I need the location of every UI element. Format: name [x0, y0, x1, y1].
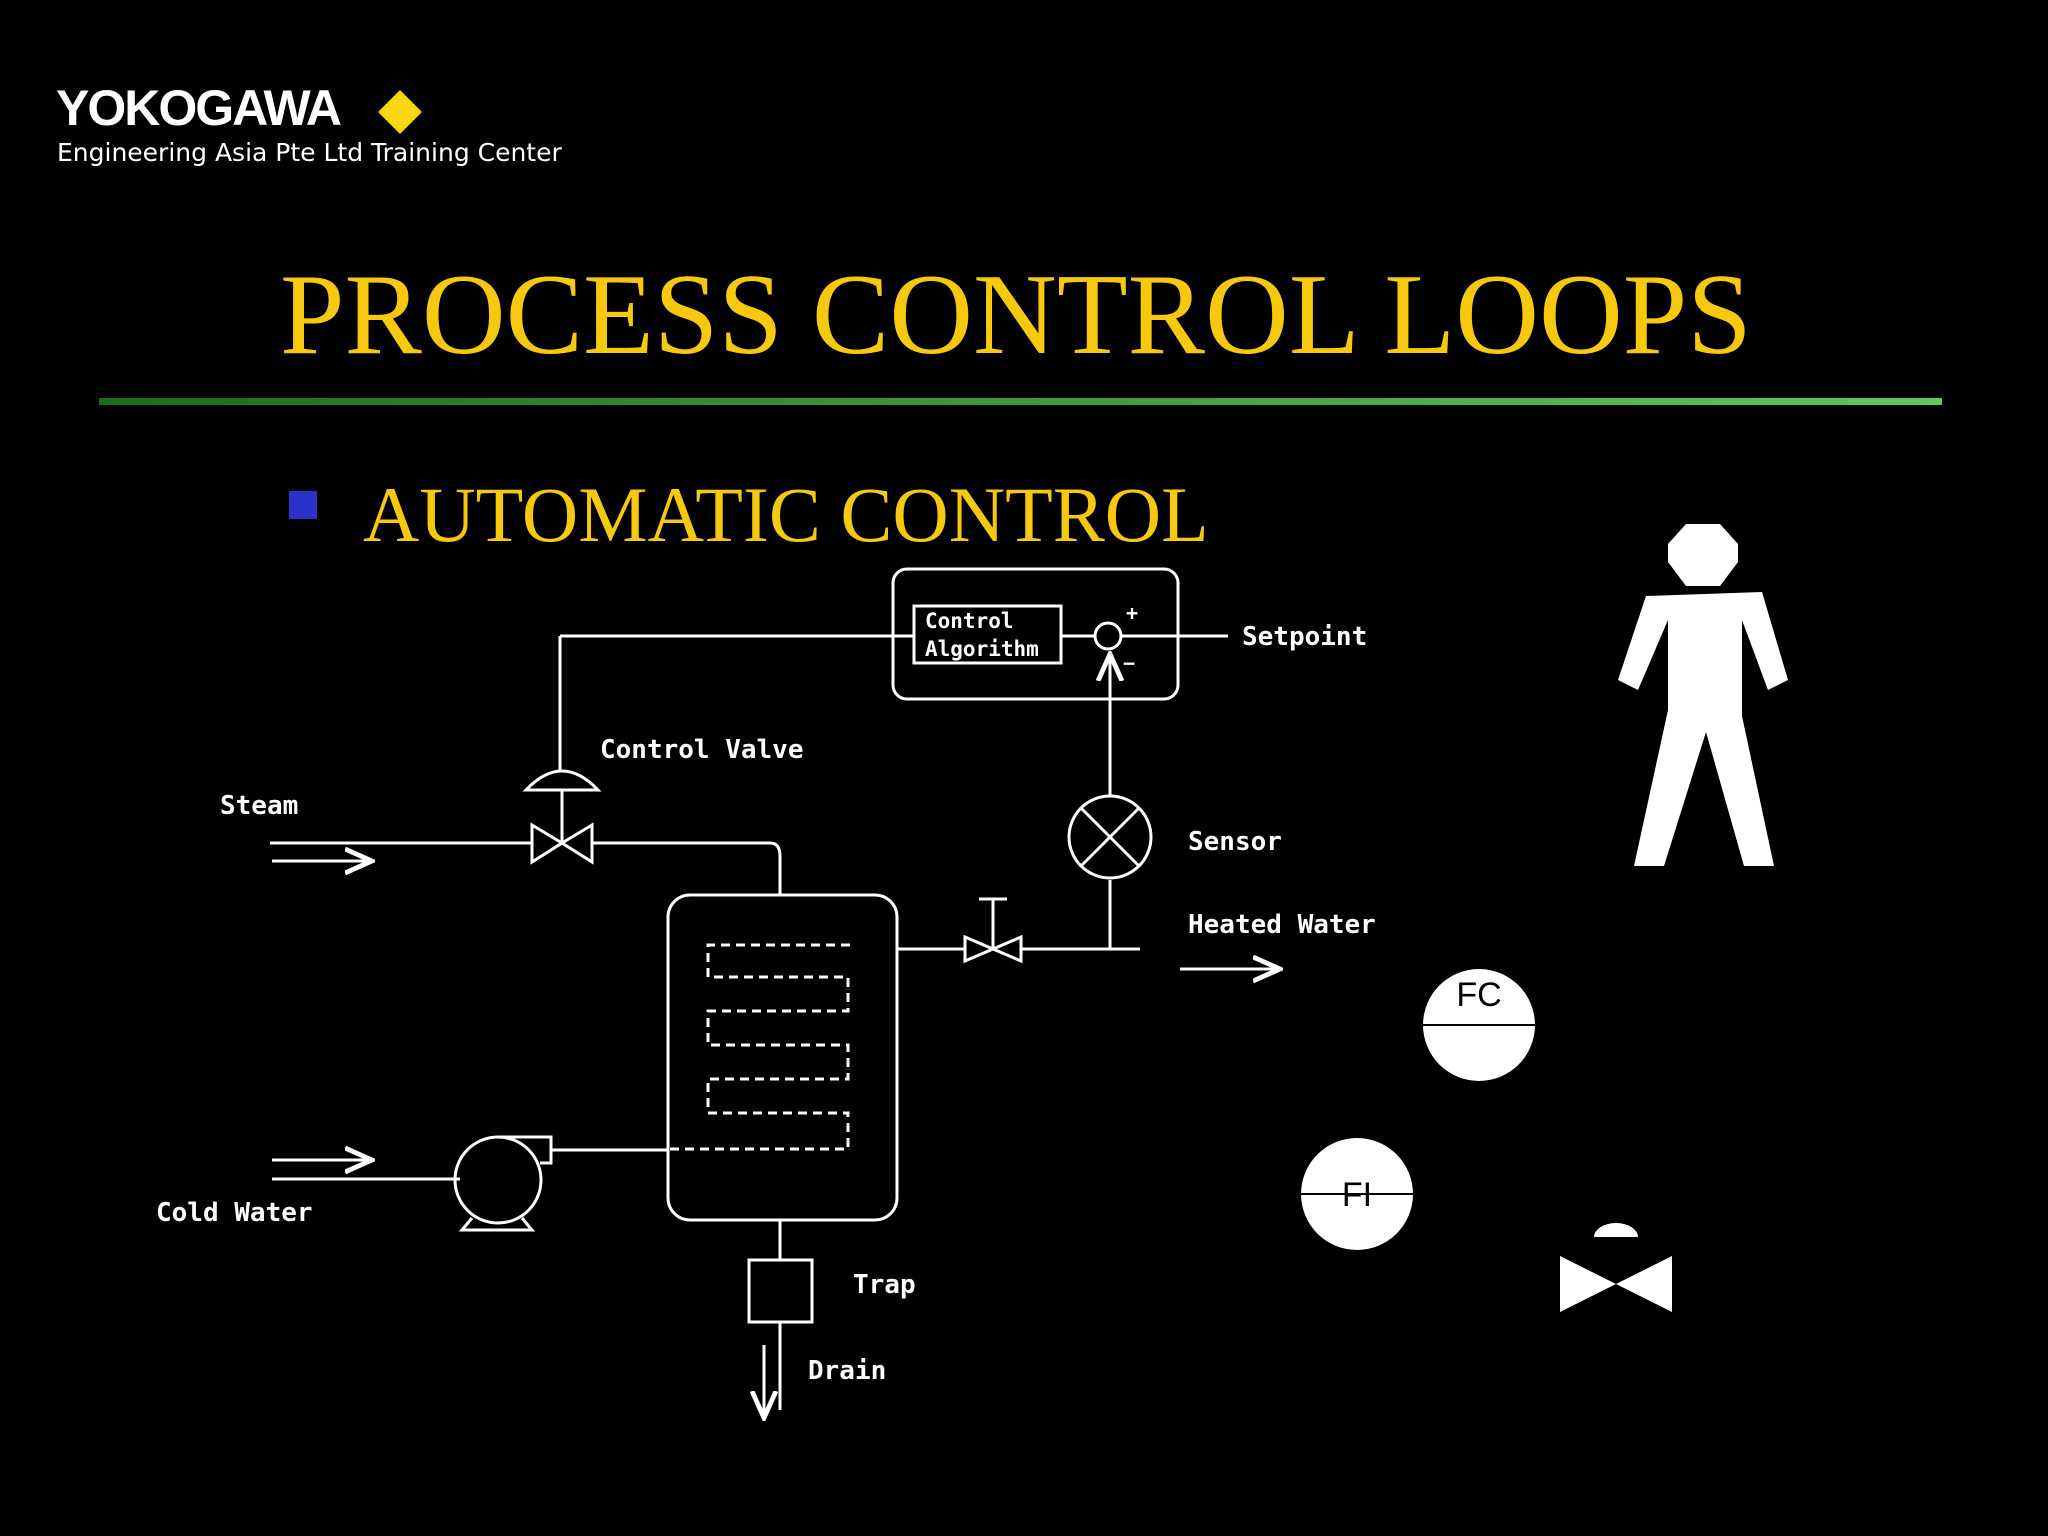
manual-valve-left [963, 934, 997, 964]
valve-actuator [522, 769, 602, 792]
logo-subtitle: Engineering Asia Pte Ltd Training Center [57, 138, 562, 167]
bullet-text: AUTOMATIC CONTROL [363, 471, 1209, 558]
operator-person-icon [1618, 524, 1788, 866]
setpoint-label: Setpoint [1242, 622, 1367, 652]
logo-diamond-icon [378, 90, 422, 134]
steam-label: Steam [220, 791, 298, 821]
heater-tank [666, 893, 899, 1222]
summing-junction [1093, 621, 1123, 651]
fi-instrument-bubble: FI [1301, 1138, 1413, 1250]
control-label-line1: Control [925, 609, 1014, 633]
plus-sign: + [1126, 601, 1138, 625]
heating-coil [668, 943, 850, 1151]
trap-label: Trap [853, 1270, 916, 1300]
control-label-line2: Algorithm [925, 637, 1039, 661]
logo-wordmark: YOKOGAWA [56, 80, 342, 136]
heated-water-label: Heated Water [1188, 910, 1376, 940]
minus-sign: − [1123, 651, 1135, 675]
cold-water-label: Cold Water [156, 1198, 313, 1228]
yokogawa-logo: YOKOGAWA [56, 80, 422, 136]
drain-label: Drain [808, 1356, 886, 1386]
control-valve-right [559, 822, 594, 865]
fc-label: FC [1456, 976, 1501, 1014]
pump-symbol [453, 1135, 543, 1225]
controller-box [891, 567, 1180, 701]
bullet-square-icon [289, 491, 317, 519]
control-valve-left [530, 822, 565, 865]
sensor-label: Sensor [1188, 827, 1282, 857]
title-divider [99, 398, 1942, 405]
trap-box [747, 1258, 814, 1324]
control-valve-label: Control Valve [600, 735, 804, 765]
fc-instrument-bubble: FC [1423, 969, 1535, 1081]
slide-title: PROCESS CONTROL LOOPS [280, 251, 1752, 379]
valve-symbol-icon [1560, 1223, 1672, 1312]
manual-valve-right [989, 934, 1023, 964]
fi-label: FI [1342, 1176, 1372, 1214]
